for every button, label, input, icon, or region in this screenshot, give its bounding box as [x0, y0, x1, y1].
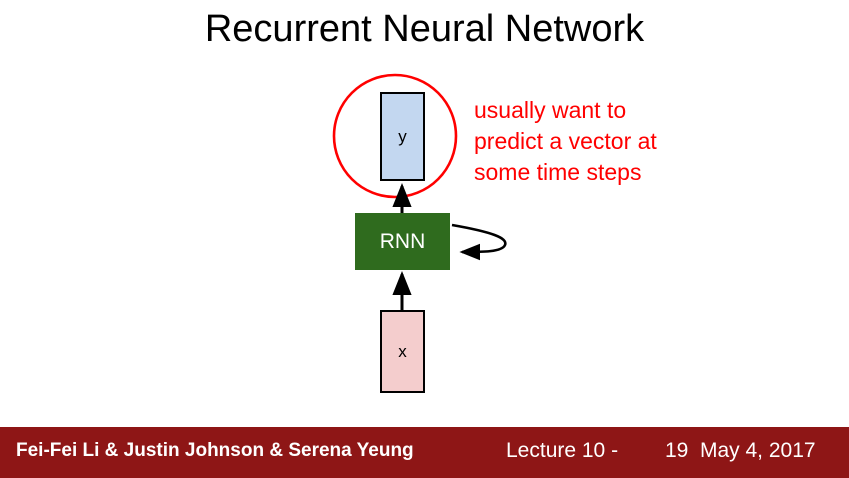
footer-page-number: 19: [665, 439, 689, 462]
footer-authors: Fei-Fei Li & Justin Johnson & Serena Yeu…: [16, 440, 414, 461]
node-rnn-cell: RNN: [355, 213, 450, 270]
node-output-label: y: [398, 126, 407, 146]
footer-bar: [0, 427, 849, 478]
node-output-y: y: [380, 92, 425, 181]
edge-cell-self-loop: [451, 223, 507, 261]
annotation-line-3: some time steps: [474, 159, 642, 185]
rnn-diagram: [332, 73, 507, 310]
footer-date: May 4, 2017: [700, 439, 816, 462]
annotation-text: usually want to predict a vector at some…: [474, 95, 744, 188]
annotation-line-2: predict a vector at: [474, 128, 657, 154]
annotation-line-1: usually want to: [474, 97, 627, 123]
footer-lecture-label: Lecture 10 -: [506, 439, 619, 462]
node-input-x: x: [380, 310, 425, 393]
node-rnn-label: RNN: [379, 229, 426, 253]
node-input-label: x: [398, 341, 407, 361]
page-title: Recurrent Neural Network: [204, 8, 645, 50]
